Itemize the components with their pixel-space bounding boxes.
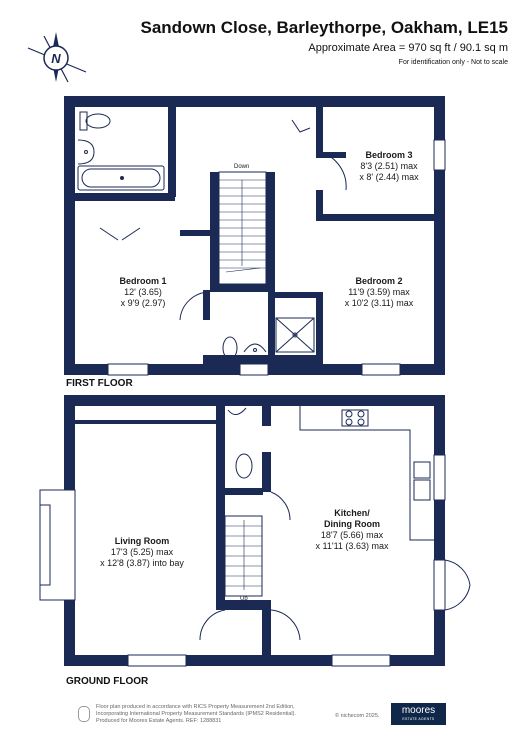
stairs-down-label: Down bbox=[234, 164, 250, 170]
first-floor-stair-treads bbox=[219, 179, 266, 273]
bedroom-3-label: Bedroom 3 8'3 (2.51) max x 8' (2.44) max bbox=[359, 150, 419, 182]
compass-north-label: N bbox=[51, 51, 61, 66]
bedroom-1-label: Bedroom 1 12' (3.65) x 9'9 (2.97) bbox=[119, 276, 167, 308]
stairs-up-label: Up bbox=[240, 596, 248, 602]
scale-note: For identification only - Not to scale bbox=[398, 59, 508, 66]
property-address-title: Sandown Close, Barleythorpe, Oakham, LE1… bbox=[140, 18, 509, 37]
moores-logo: moores ESTATE AGENTS bbox=[391, 703, 446, 725]
living-room-label: Living Room 17'3 (5.25) max x 12'8 (3.87… bbox=[100, 536, 184, 568]
first-floor-label: FIRST FLOOR bbox=[66, 378, 133, 389]
bay-window bbox=[39, 489, 76, 601]
approximate-area: Approximate Area = 970 sq ft / 90.1 sq m bbox=[308, 42, 508, 54]
ground-floor-stair-treads bbox=[225, 520, 262, 590]
compass-icon: N bbox=[27, 32, 87, 83]
footer-disclaimer: Floor plan produced in accordance with R… bbox=[96, 704, 296, 724]
bedroom-2-label: Bedroom 2 11'9 (3.59) max x 10'2 (3.11) … bbox=[344, 276, 414, 308]
rics-icon bbox=[78, 706, 90, 722]
footer-copyright: © nichecom 2025. bbox=[335, 713, 380, 719]
first-floor-plan bbox=[64, 96, 445, 375]
kitchen-dining-room-label: Kitchen/ Dining Room 18'7 (5.66) max x 1… bbox=[315, 508, 389, 551]
ground-floor-label: GROUND FLOOR bbox=[66, 676, 149, 687]
